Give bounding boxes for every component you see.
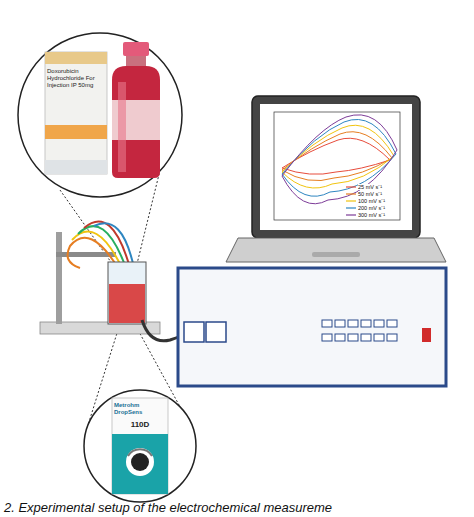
legend-sample [346,200,356,201]
legend-text: 100 mV s⁻¹ [358,198,385,204]
legend-text: 50 mV s⁻¹ [358,191,382,197]
legend-sample [346,207,356,208]
legend-text: 200 mV s⁻¹ [358,205,385,211]
figure-caption: 2. Experimental setup of the electrochem… [4,500,332,515]
legend-text: 300 mV s⁻¹ [358,212,385,218]
legend-sample [346,186,356,187]
electrode-brand: Metrohm DropSens [114,402,166,415]
legend-sample [346,214,356,215]
legend-sample [346,193,356,194]
legend-text: 25 mV s⁻¹ [358,184,382,190]
electrode-model: 110D [114,421,166,429]
drug-box-label: Doxorubicin Hydrochloride For Injection … [47,68,105,89]
